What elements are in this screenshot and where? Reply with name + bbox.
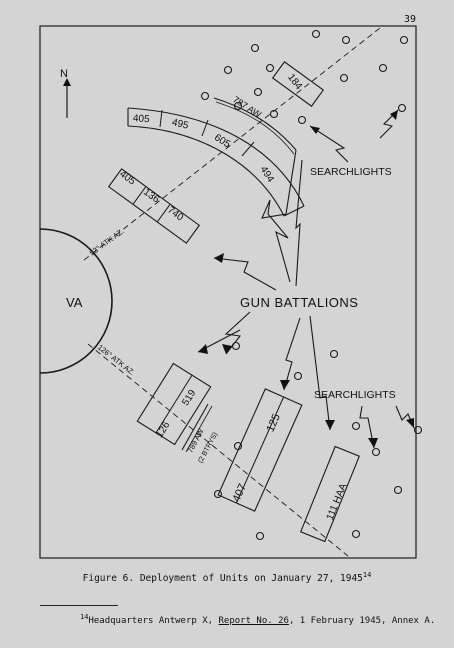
lower-left-unit-1: 126 [154,420,172,440]
va-label: VA [66,295,83,310]
searchlights-upper-label: SEARCHLIGHTS [310,166,392,178]
upper-left-unit-box [107,168,201,244]
page-number: 39 [404,14,417,25]
lower-center-unit-1: 407 [231,482,249,504]
upper-arc-end-right [283,205,305,217]
upper-arc-unit-1: 405 [133,113,151,125]
upper-right-unit-box [271,61,325,107]
footnote-prefix: Headquarters Antwerp X, [88,616,219,626]
upper-arc-inner [127,125,285,217]
upper-arc-divider-2 [201,119,209,137]
searchlight-upper-arrows [309,109,399,163]
upper-arc-unit-2: 495 [171,117,190,132]
azimuth-line-upper [83,27,381,261]
lower-center-unit-box [217,388,303,512]
lower-right-unit-box [299,445,361,543]
footnote-ref: 14 [80,613,89,621]
azimuth-upper-label: 53° ATK AZ. [88,227,126,258]
upper-aw-bracket [213,97,297,151]
position-circles [200,29,423,541]
upper-aw-label: 787 AW [231,94,263,120]
lower-center-unit-2: 125 [265,412,283,434]
upper-arc-divider-3 [241,141,255,157]
north-label: N [60,68,68,80]
gun-battalions-label: GUN BATTALIONS [240,295,358,310]
searchlights-lower-label: SEARCHLIGHTS [314,389,396,401]
diagram-frame [39,25,417,559]
figure-caption-text: Figure 6. Deployment of Units on January… [82,573,363,585]
footnote-report: Report No. 26 [218,616,289,626]
lower-aw-bracket [181,403,209,451]
figure-caption-ref: 14 [362,571,372,579]
upper-aw-bracket-2 [215,101,295,155]
lower-right-unit: 111 HAA [325,482,350,522]
upper-arc-outer [127,107,305,207]
va-area [39,228,113,374]
lower-left-unit-2: 519 [180,388,198,408]
azimuth-lower-label: 126° ATK AZ. [96,343,137,378]
lower-left-unit-box [136,362,212,446]
footnote-suffix: , 1 February 1945, Annex A. [288,616,436,626]
upper-arc-divider-1 [159,109,163,128]
searchlight-lower-arrows [359,405,415,449]
lower-aw-bracket-2 [185,405,213,453]
footnote: 14Headquarters Antwerp X, Report No. 26,… [80,613,435,626]
north-arrowhead [63,78,71,86]
gun-arrows [197,149,335,431]
azimuth-line-lower [87,343,349,557]
figure-caption: Figure 6. Deployment of Units on January… [0,571,454,584]
footnote-rule [40,605,118,606]
